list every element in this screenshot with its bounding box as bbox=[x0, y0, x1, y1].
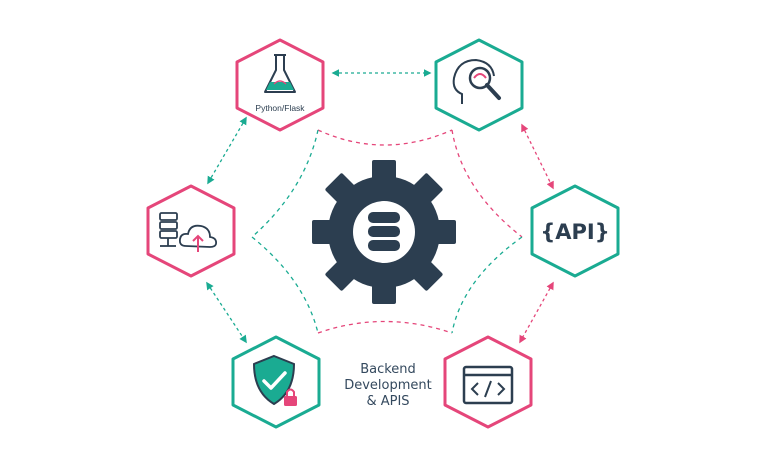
diagram-caption: Backend Development & APIS bbox=[326, 362, 450, 410]
arrow-flask-cloud bbox=[207, 116, 247, 185]
gear-database-icon bbox=[312, 160, 456, 304]
node-api: {API} bbox=[530, 184, 620, 278]
hub-curve-top bbox=[317, 129, 453, 146]
server-cloud-upload-icon bbox=[159, 212, 218, 252]
head-magnifier-icon bbox=[452, 58, 501, 104]
hub-curve-bottom-left bbox=[251, 236, 319, 334]
node-python-flask: Python/Flask bbox=[235, 38, 325, 132]
arrow-analysis-api bbox=[521, 123, 554, 190]
hub-connector-curves bbox=[251, 129, 523, 334]
hub-curve-top-left bbox=[251, 129, 319, 238]
arrow-cloud-security bbox=[206, 281, 247, 344]
node-security bbox=[231, 335, 321, 429]
api-braces-icon: {API} bbox=[540, 220, 609, 244]
shield-check-lock-icon bbox=[252, 354, 297, 406]
hub-curve-bottom-right bbox=[451, 236, 523, 334]
caption-line-3: & APIS bbox=[366, 394, 410, 409]
code-window-icon bbox=[462, 365, 514, 405]
node-analysis bbox=[434, 38, 524, 132]
hub-curve-bottom bbox=[317, 320, 453, 334]
caption-line-2: Development bbox=[344, 378, 432, 393]
node-arrows bbox=[206, 69, 554, 344]
flask-icon bbox=[264, 54, 296, 93]
flask-label: Python/Flask bbox=[255, 103, 305, 113]
node-code bbox=[443, 335, 533, 429]
arrow-api-code bbox=[519, 281, 554, 344]
hub-curve-top-right bbox=[451, 129, 523, 238]
caption-line-1: Backend bbox=[360, 362, 416, 377]
node-cloud-storage bbox=[146, 184, 236, 278]
